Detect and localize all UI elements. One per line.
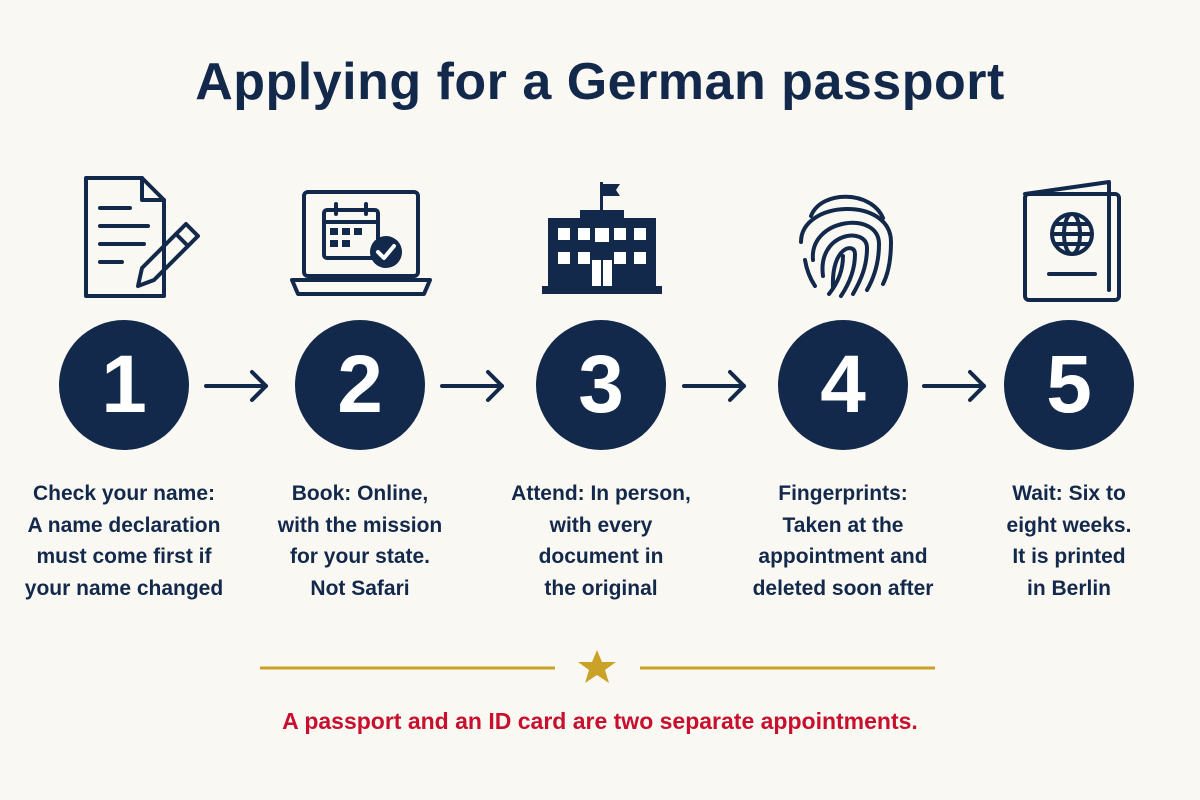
passport-icon — [1019, 178, 1129, 306]
fingerprint-icon — [797, 180, 895, 302]
arrow-icon — [922, 370, 986, 402]
page-title: Applying for a German passport — [195, 53, 1005, 111]
step-number-5: 5 — [1004, 320, 1134, 450]
arrow-icon — [440, 370, 504, 402]
footer-note: A passport and an ID card are two separa… — [282, 708, 918, 734]
star-icon — [578, 650, 616, 683]
step-number-2: 2 — [295, 320, 425, 450]
step-number-3: 3 — [536, 320, 666, 450]
arrow-icon — [682, 370, 746, 402]
laptop-calendar-icon — [290, 188, 432, 300]
step-number-1: 1 — [59, 320, 189, 450]
step-number-4: 4 — [778, 320, 908, 450]
divider — [260, 650, 935, 683]
document-pencil-icon — [74, 172, 214, 302]
arrow-icon — [204, 370, 268, 402]
government-building-icon — [542, 180, 662, 296]
